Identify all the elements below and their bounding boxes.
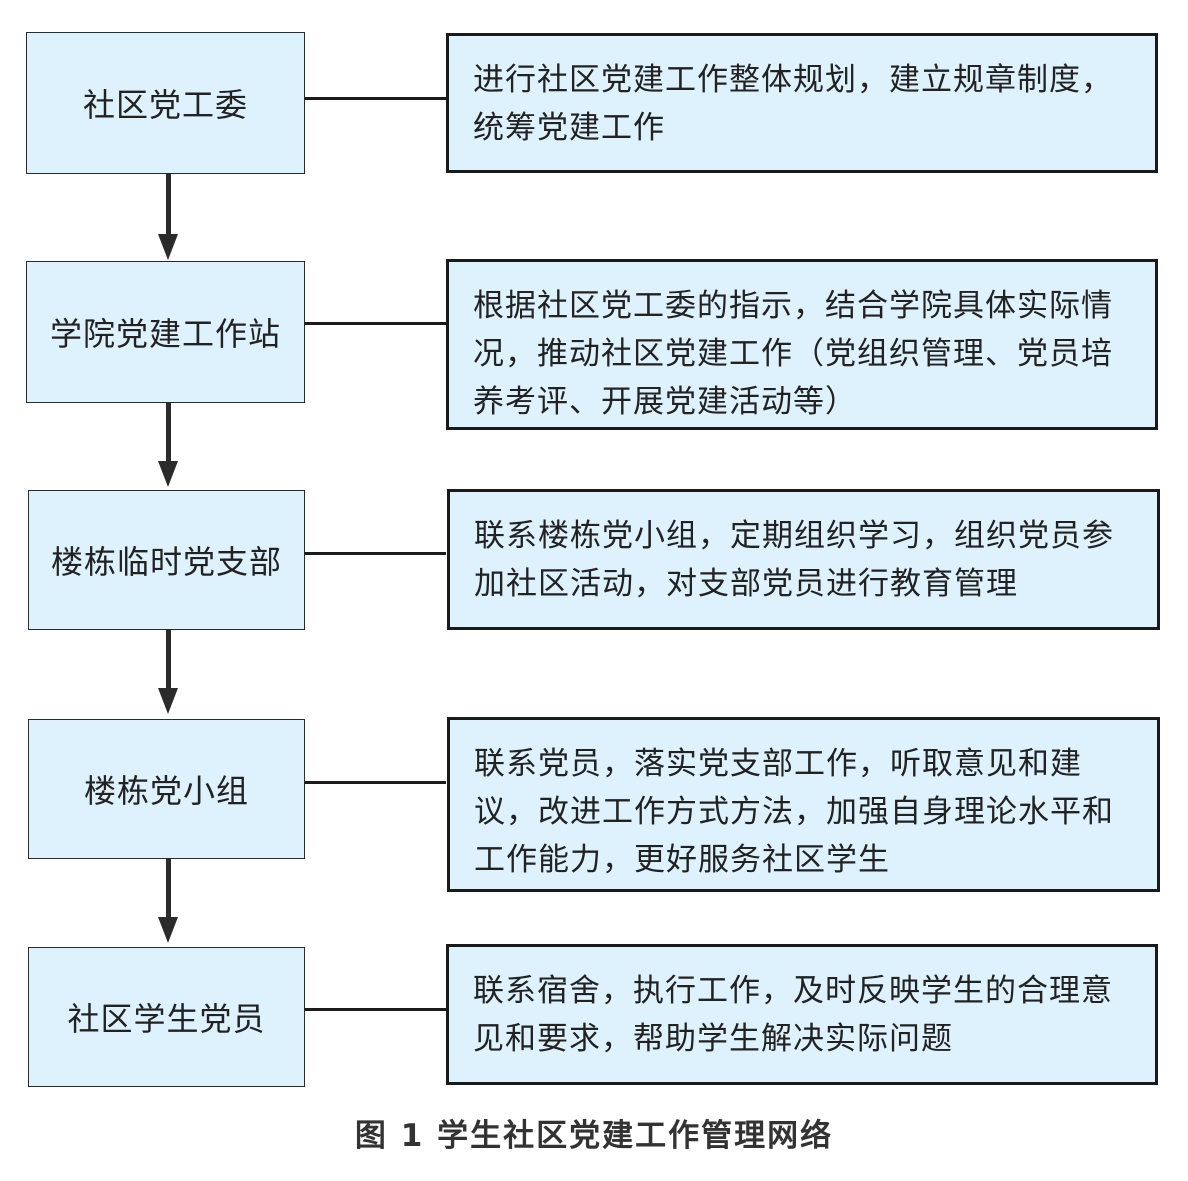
description-text: 联系宿舍，执行工作，及时反映学生的合理意见和要求，帮助学生解决实际问题 [473,973,1113,1057]
connector-line [305,1008,446,1011]
arrow-shaft [166,403,171,463]
level-label: 学院党建工作站 [49,315,281,353]
description-text: 联系楼栋党小组，定期组织学习，组织党员参加社区活动，对支部党员进行教育管理 [474,518,1114,602]
arrow-down-icon [158,688,178,714]
arrow-down-icon [158,461,178,487]
description-box-student-members: 联系宿舍，执行工作，及时反映学生的合理意见和要求，帮助学生解决实际问题 [446,944,1158,1085]
level-box-student-members: 社区学生党员 [28,947,305,1087]
connector-line [305,97,446,100]
description-box-college-workstation: 根据社区党工委的指示，结合学院具体实际情况，推动社区党建工作（党组织管理、党员培… [446,259,1158,430]
description-box-party-group: 联系党员，落实党支部工作，听取意见和建议，改进工作方式方法，加强自身理论水平和工… [447,717,1160,892]
description-text: 根据社区党工委的指示，结合学院具体实际情况，推动社区党建工作（党组织管理、党员培… [473,288,1113,420]
level-label: 社区党工委 [82,86,248,124]
level-label: 楼栋党小组 [83,772,249,810]
level-label: 社区学生党员 [67,1000,266,1038]
arrow-down-icon [158,234,178,260]
description-box-temporary-branch: 联系楼栋党小组，定期组织学习，组织党员参加社区活动，对支部党员进行教育管理 [447,489,1160,630]
level-box-party-committee: 社区党工委 [26,32,305,174]
arrow-shaft [166,859,171,919]
arrow-down-icon [158,917,178,943]
connector-line [305,781,446,784]
figure-caption: 图 1 学生社区党建工作管理网络 [354,1118,834,1154]
level-box-college-workstation: 学院党建工作站 [26,261,305,403]
arrow-shaft [166,174,171,236]
level-label: 楼栋临时党支部 [50,543,282,581]
description-box-party-committee: 进行社区党建工作整体规划，建立规章制度，统筹党建工作 [446,33,1158,173]
arrow-shaft [166,630,171,690]
level-box-party-group: 楼栋党小组 [28,719,305,859]
level-box-temporary-branch: 楼栋临时党支部 [28,490,305,630]
connector-line [305,322,446,325]
connector-line [305,552,446,555]
description-text: 进行社区党建工作整体规划，建立规章制度，统筹党建工作 [473,62,1113,146]
description-text: 联系党员，落实党支部工作，听取意见和建议，改进工作方式方法，加强自身理论水平和工… [474,746,1114,878]
